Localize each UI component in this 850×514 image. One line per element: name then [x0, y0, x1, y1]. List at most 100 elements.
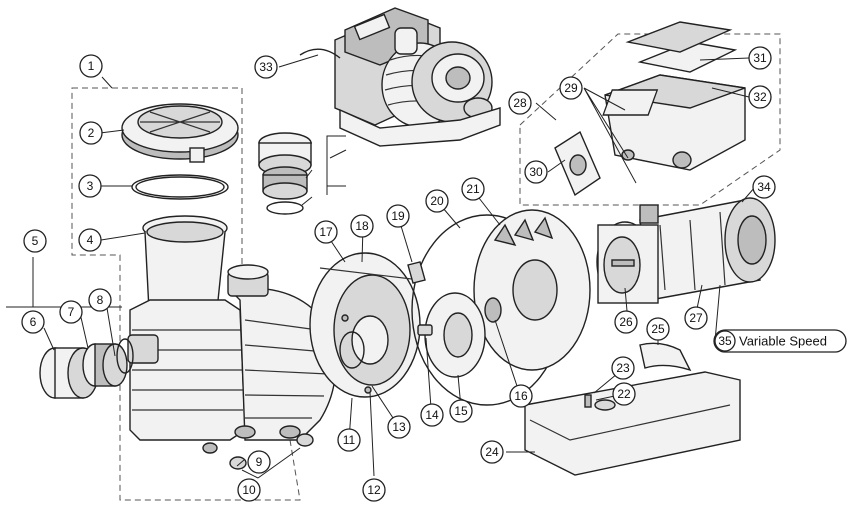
callout-12: 12 — [362, 478, 386, 502]
callout-circle — [362, 478, 386, 502]
variable-speed-number: 35 — [718, 334, 732, 348]
callout-circle — [508, 91, 532, 115]
callout-circle — [684, 306, 708, 330]
callout-circle — [524, 160, 548, 184]
callout-circle — [386, 204, 410, 228]
callout-3: 3 — [78, 174, 102, 198]
callout-number: 7 — [68, 305, 75, 319]
callout-number: 25 — [651, 322, 665, 336]
callout-number: 15 — [454, 404, 468, 418]
callout-circle — [449, 399, 473, 423]
callout-number: 16 — [514, 389, 528, 403]
callout-24: 24 — [480, 440, 504, 464]
callout-circle — [78, 228, 102, 252]
callout-circle — [752, 175, 776, 199]
callout-13: 13 — [387, 415, 411, 439]
lid-o-ring — [131, 174, 229, 200]
callout-number: 4 — [87, 233, 94, 247]
union-set-top — [258, 132, 312, 215]
callout-14: 14 — [420, 403, 444, 427]
callout-number: 27 — [689, 311, 703, 325]
union-set-left — [39, 338, 134, 399]
callout-number: 5 — [32, 234, 39, 248]
callout-number: 12 — [367, 483, 381, 497]
callout-number: 17 — [319, 225, 333, 239]
callout-number: 8 — [97, 293, 104, 307]
callout-circle — [387, 415, 411, 439]
callout-number: 30 — [529, 165, 543, 179]
callout-circle — [425, 189, 449, 213]
callout-17: 17 — [314, 220, 338, 244]
callout-number: 28 — [513, 96, 527, 110]
callout-circle — [88, 288, 112, 312]
callout-15: 15 — [449, 399, 473, 423]
seal-plate — [309, 252, 421, 398]
callout-29: 29 — [559, 76, 583, 100]
callout-circle — [79, 121, 103, 145]
pump-base — [524, 371, 741, 476]
callout-number: 14 — [425, 408, 439, 422]
callout-number: 20 — [430, 194, 444, 208]
callout-18: 18 — [350, 214, 374, 238]
callout-circle — [78, 174, 102, 198]
callout-19: 19 — [386, 204, 410, 228]
drive-assembly — [602, 74, 746, 171]
callout-2: 2 — [79, 121, 103, 145]
group-outline-28 — [519, 33, 781, 206]
callout-21: 21 — [461, 177, 485, 201]
callout-number: 13 — [392, 420, 406, 434]
callout-4: 4 — [78, 228, 102, 252]
callout-34: 34 — [752, 175, 776, 199]
callout-number: 3 — [87, 179, 94, 193]
callout-number: 21 — [466, 182, 480, 196]
strainer-lid — [121, 103, 239, 163]
motor-drain-fitting — [407, 261, 426, 284]
callout-number: 2 — [88, 126, 95, 140]
shaft-seal — [484, 297, 502, 323]
group-outline-1 — [71, 87, 301, 501]
callout-circle — [21, 310, 45, 334]
callout-number: 33 — [259, 60, 273, 74]
callout-number: 10 — [242, 483, 256, 497]
callout-number: 34 — [757, 180, 771, 194]
callout-circle — [314, 220, 338, 244]
impeller-screw — [417, 324, 433, 336]
callout-7: 7 — [59, 300, 83, 324]
callout-number: 26 — [619, 315, 633, 329]
callout-circle — [748, 46, 772, 70]
complete-pump-illustration — [299, 7, 501, 147]
callout-28: 28 — [508, 91, 532, 115]
motor-support — [639, 342, 692, 372]
base-screw — [584, 394, 592, 408]
callout-number: 9 — [256, 455, 263, 469]
callout-25: 25 — [646, 317, 670, 341]
diffuser — [473, 209, 591, 371]
callout-32: 32 — [748, 85, 772, 109]
callout-23: 23 — [611, 356, 635, 380]
callout-5: 5 — [23, 229, 47, 253]
callout-circle — [480, 440, 504, 464]
callout-number: 29 — [564, 81, 578, 95]
callout-number: 31 — [753, 51, 767, 65]
callout-circle — [79, 54, 103, 78]
callout-circle — [509, 384, 533, 408]
callout-number: 23 — [616, 361, 630, 375]
callout-1: 1 — [79, 54, 103, 78]
callout-circle — [59, 300, 83, 324]
callout-circle — [748, 85, 772, 109]
callout-20: 20 — [425, 189, 449, 213]
callout-circle — [247, 450, 271, 474]
callout-number: 22 — [617, 387, 631, 401]
callout-circle — [461, 177, 485, 201]
callout-circle — [420, 403, 444, 427]
drain-plug-b — [296, 433, 314, 447]
callout-26: 26 — [614, 310, 638, 334]
callout-circle — [337, 428, 361, 452]
callout-31: 31 — [748, 46, 772, 70]
callout-10: 10 — [237, 478, 261, 502]
variable-speed-label: 35 Variable Speed — [713, 329, 847, 353]
callout-circle — [614, 310, 638, 334]
wiring-cover — [554, 130, 601, 197]
